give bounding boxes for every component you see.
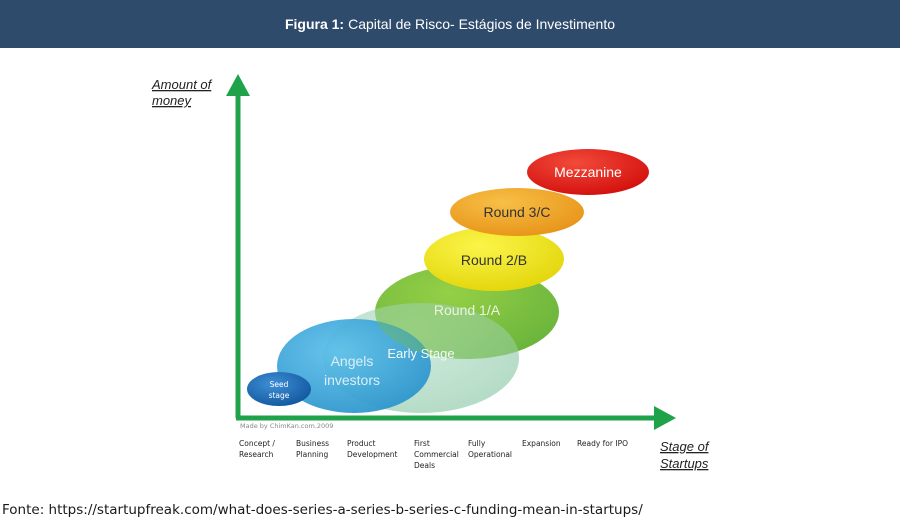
early-stage-label: Early Stage (387, 346, 454, 361)
bubble-round-3c (450, 188, 584, 236)
stage-label: Deals (414, 461, 435, 470)
stage-label: Business (296, 439, 329, 448)
stage-label: Product (347, 439, 376, 448)
round3-label: Round 3/C (484, 204, 551, 220)
mezzanine-label: Mezzanine (554, 164, 622, 180)
bubble-angels-investors (277, 319, 431, 413)
x-axis (236, 406, 676, 430)
figure-label: Figura 1: (284, 16, 345, 32)
figure-title-bar: Figura 1: Capital de Risco- Estágios de … (0, 0, 900, 48)
stage-label: Research (239, 450, 274, 459)
y-axis (226, 74, 250, 418)
bubble-seed-stage (247, 372, 311, 406)
y-axis-label-line1: Amount of (151, 77, 213, 92)
bubble-mezzanine (527, 149, 649, 195)
seed-label-line1: Seed (270, 380, 289, 389)
stage-label: First (414, 439, 430, 448)
round2-label: Round 2/B (461, 252, 527, 268)
stage-label: Commercial (414, 450, 459, 459)
stage-label: Development (347, 450, 398, 459)
y-axis-label-line2: money (152, 93, 193, 108)
stage-label: Expansion (522, 439, 561, 448)
figure-title: Capital de Risco- Estágios de Investimen… (348, 16, 616, 32)
angels-label-line1: Angels (331, 353, 374, 369)
source-citation: Fonte: https://startupfreak.com/what-doe… (2, 502, 643, 518)
stage-label: Concept / (239, 439, 275, 448)
stage-labels: Concept / Research Business Planning Pro… (239, 439, 628, 470)
x-axis-label-line1: Stage of (660, 439, 710, 454)
seed-label-line2: stage (269, 391, 290, 400)
stage-label: Planning (296, 450, 329, 459)
stage-label: Fully (468, 439, 486, 448)
x-axis-label-line2: Startups (660, 456, 709, 471)
watermark: Made by ChimKan.com.2009 (240, 422, 333, 430)
round1-label: Round 1/A (434, 302, 501, 318)
angels-label-line2: investors (324, 372, 380, 388)
stage-label: Operational (468, 450, 512, 459)
stage-label: Ready for IPO (577, 439, 628, 448)
bubble-round-2b (424, 227, 564, 291)
